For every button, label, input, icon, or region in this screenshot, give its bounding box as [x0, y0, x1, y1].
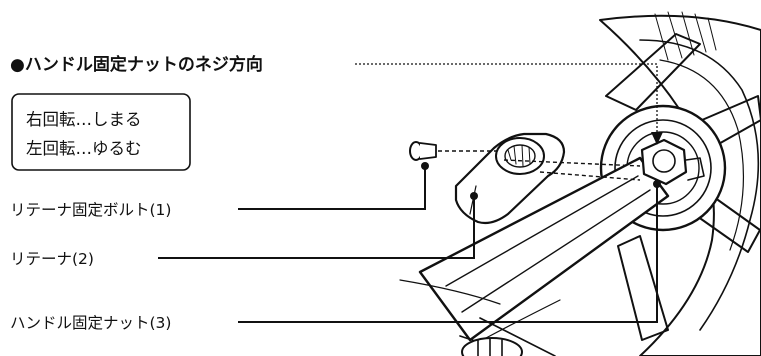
callout-leaders — [158, 166, 658, 323]
heading: ●ハンドル固定ナットのネジ方向 — [10, 54, 263, 75]
callout-dots — [421, 162, 661, 200]
callout-retainer: リテーナ(2) — [10, 250, 94, 268]
callout-retainer-bolt: リテーナ固定ボルト(1) — [10, 201, 171, 219]
handle-assembly-illustration — [399, 11, 761, 356]
rotation-right-label: 右回転…しまる — [26, 110, 142, 129]
assembly-dashed-lines — [438, 150, 641, 181]
rotation-box: 右回転…しまる 左回転…ゆるむ — [11, 93, 191, 171]
callout-handle-nut: ハンドル固定ナット(3) — [10, 314, 171, 332]
heading-leader — [355, 63, 663, 145]
rotation-left-label: 左回転…ゆるむ — [26, 139, 142, 158]
